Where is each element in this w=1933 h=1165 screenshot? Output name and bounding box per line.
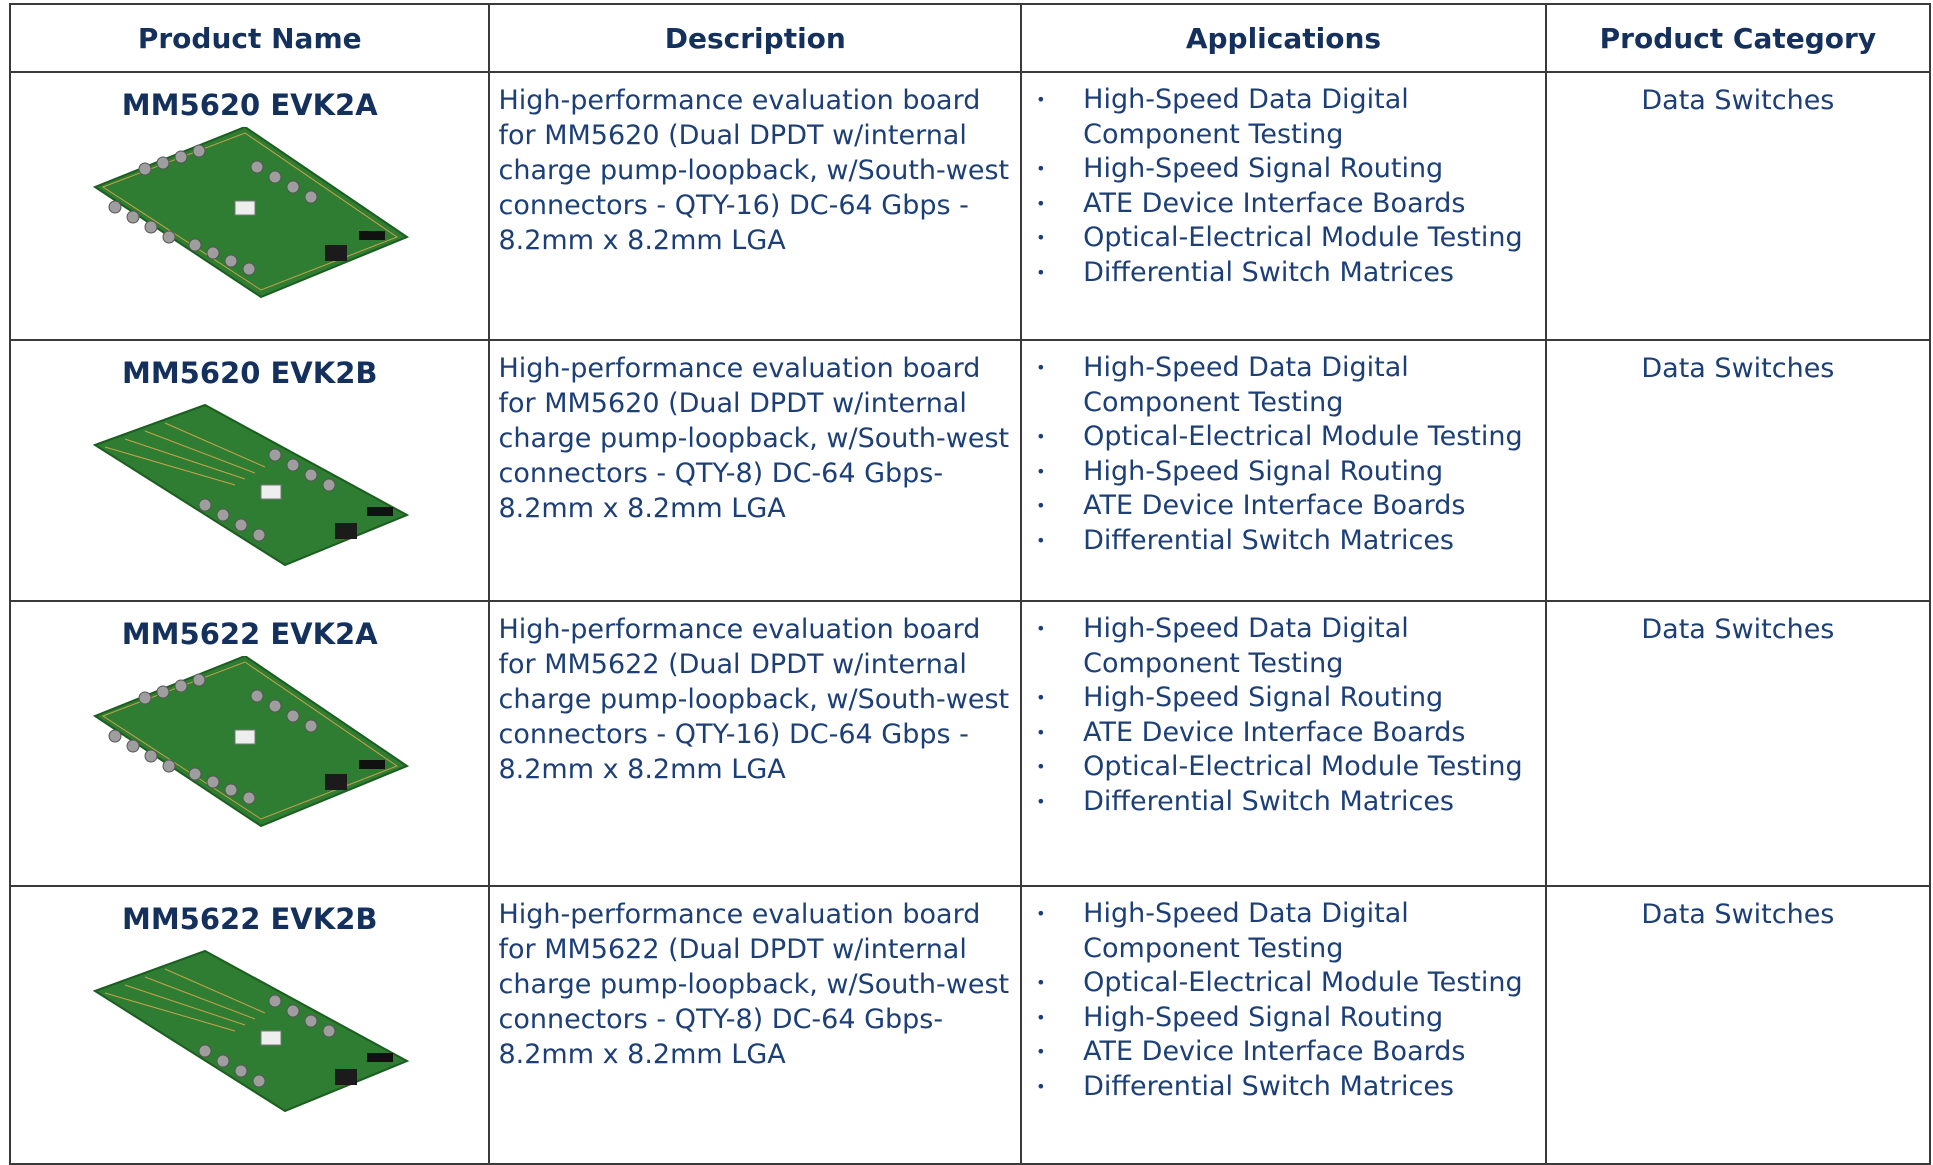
product-name-link[interactable]: MM5620 EVK2B — [121, 356, 378, 390]
header-product-category: Product Category — [1544, 3, 1932, 73]
category-link[interactable]: Data Switches — [1641, 899, 1835, 930]
list-item: Differential Switch Matrices — [1028, 785, 1539, 820]
table-row: MM5622 EVK2B High-performance — [8, 885, 1932, 1165]
category-link[interactable]: Data Switches — [1641, 614, 1835, 645]
product-name-cell: MM5622 EVK2B — [8, 885, 491, 1165]
list-item: High-Speed Signal Routing — [1028, 455, 1539, 490]
description-cell: High-performance evaluation board for MM… — [488, 71, 1023, 341]
applications-list: High-Speed Data Digital Component Testin… — [1028, 83, 1539, 290]
list-item: ATE Device Interface Boards — [1028, 489, 1539, 524]
list-item: Optical-Electrical Module Testing — [1028, 221, 1539, 256]
evaluation-board-icon[interactable] — [85, 941, 415, 1116]
applications-cell: High-Speed Data Digital Component Testin… — [1020, 71, 1547, 341]
table-row: MM5620 EVK2A High-performance evaluation — [8, 71, 1932, 341]
applications-cell: High-Speed Data Digital Component Testin… — [1020, 339, 1547, 602]
list-item: High-Speed Data Digital Component Testin… — [1028, 612, 1539, 681]
header-product-name: Product Name — [8, 3, 491, 73]
applications-cell: High-Speed Data Digital Component Testin… — [1020, 600, 1547, 887]
category-cell: Data Switches — [1544, 339, 1932, 602]
list-item: Differential Switch Matrices — [1028, 256, 1539, 291]
list-item: High-Speed Signal Routing — [1028, 1001, 1539, 1036]
list-item: ATE Device Interface Boards — [1028, 716, 1539, 751]
list-item: High-Speed Signal Routing — [1028, 152, 1539, 187]
list-item: High-Speed Data Digital Component Testin… — [1028, 897, 1539, 966]
category-cell: Data Switches — [1544, 885, 1932, 1165]
applications-cell: High-Speed Data Digital Component Testin… — [1020, 885, 1547, 1165]
list-item: Optical-Electrical Module Testing — [1028, 420, 1539, 455]
product-name-link[interactable]: MM5620 EVK2A — [121, 88, 378, 122]
product-name-cell: MM5620 EVK2B — [8, 339, 491, 602]
description-cell: High-performance evaluation board for MM… — [488, 600, 1023, 887]
list-item: Differential Switch Matrices — [1028, 524, 1539, 559]
category-link[interactable]: Data Switches — [1641, 85, 1835, 116]
table-row: MM5620 EVK2B High-performance — [8, 339, 1932, 602]
header-applications: Applications — [1020, 3, 1547, 73]
product-table: Product Name Description Applications Pr… — [8, 3, 1932, 1165]
product-name-cell: MM5622 EVK2A — [8, 600, 491, 887]
list-item: High-Speed Data Digital Component Testin… — [1028, 83, 1539, 152]
description-cell: High-performance evaluation board for MM… — [488, 885, 1023, 1165]
category-link[interactable]: Data Switches — [1641, 353, 1835, 384]
list-item: ATE Device Interface Boards — [1028, 1035, 1539, 1070]
header-description: Description — [488, 3, 1023, 73]
list-item: High-Speed Signal Routing — [1028, 681, 1539, 716]
list-item: Optical-Electrical Module Testing — [1028, 750, 1539, 785]
product-name-link[interactable]: MM5622 EVK2A — [121, 617, 378, 651]
table-row: MM5622 EVK2A High-performance evaluation — [8, 600, 1932, 887]
product-name-link[interactable]: MM5622 EVK2B — [121, 902, 378, 936]
description-cell: High-performance evaluation board for MM… — [488, 339, 1023, 602]
evaluation-board-icon[interactable] — [85, 395, 415, 570]
evaluation-board-icon[interactable] — [85, 656, 415, 831]
applications-list: High-Speed Data Digital Component Testin… — [1028, 351, 1539, 558]
list-item: Optical-Electrical Module Testing — [1028, 966, 1539, 1001]
table-header-row: Product Name Description Applications Pr… — [8, 3, 1932, 73]
applications-list: High-Speed Data Digital Component Testin… — [1028, 612, 1539, 819]
list-item: ATE Device Interface Boards — [1028, 187, 1539, 222]
product-name-cell: MM5620 EVK2A — [8, 71, 491, 341]
list-item: High-Speed Data Digital Component Testin… — [1028, 351, 1539, 420]
category-cell: Data Switches — [1544, 600, 1932, 887]
applications-list: High-Speed Data Digital Component Testin… — [1028, 897, 1539, 1104]
category-cell: Data Switches — [1544, 71, 1932, 341]
evaluation-board-icon[interactable] — [85, 127, 415, 302]
list-item: Differential Switch Matrices — [1028, 1070, 1539, 1105]
